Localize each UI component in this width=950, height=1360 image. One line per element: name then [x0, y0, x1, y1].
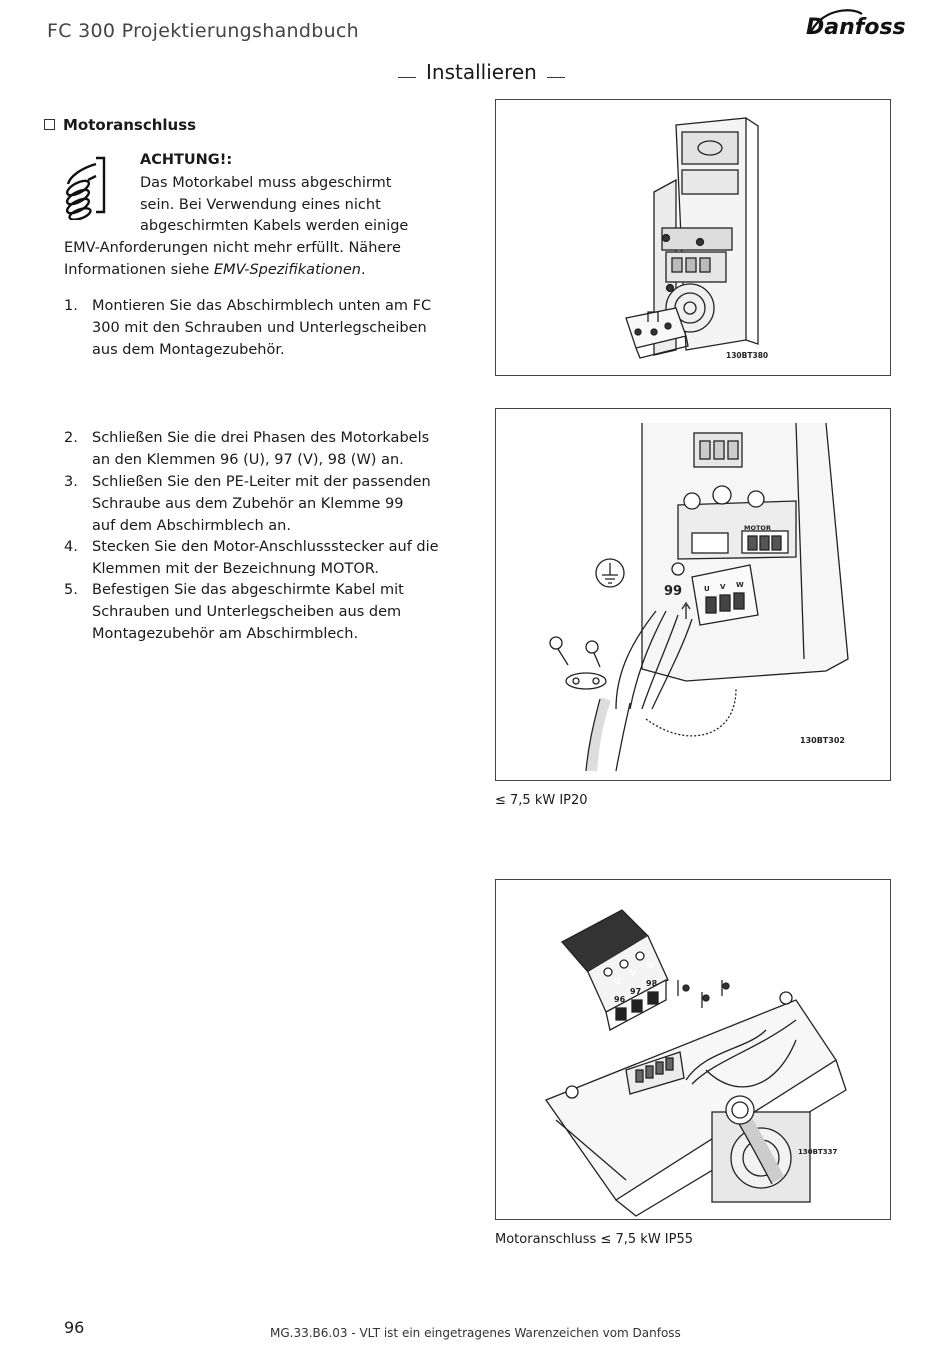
terminal-96-label: 96 [614, 995, 626, 1004]
step-number: 3. [64, 474, 78, 490]
warning-line-last: Informationen siehe EMV-Spezifikationen. [64, 260, 366, 282]
step-line: auf dem Abschirmblech an. [92, 517, 291, 534]
figure-code: 130BT380 [726, 351, 768, 360]
page-number: 96 [64, 1318, 85, 1337]
step-line: aus dem Montagezubehör. [92, 341, 285, 358]
brand-text: Danfoss [806, 15, 906, 40]
motor-connection-illustration: MOTOR U V W 99 130BT302 [549, 422, 849, 772]
step-line: Montagezubehör am Abschirmblech. [92, 625, 359, 642]
terminal-w-label: W [646, 961, 655, 970]
figure-code: 130BT302 [800, 736, 845, 745]
step-number: 4. [64, 539, 78, 555]
terminal-v-label: V [630, 969, 637, 978]
step-line: Schrauben und Unterlegscheiben aus dem [92, 603, 402, 620]
document-title: FC 300 Projektierungshandbuch [47, 20, 360, 42]
step-line: Befestigen Sie das abgeschirmte Kabel mi… [92, 582, 404, 598]
warning-text-end: . [360, 262, 366, 278]
figure-code: 130BT337 [798, 1148, 837, 1156]
figure-motor-connection-ip20: MOTOR U V W 99 130BT302 [495, 408, 891, 781]
step-line: Schraube aus dem Zubehör an Klemme 99 [92, 495, 404, 512]
warning-line: abgeschirmten Kabels werden einige [140, 218, 409, 234]
header-dash-right [546, 76, 565, 79]
terminal-97-label: 97 [630, 987, 641, 996]
step-3: 3. Schließen Sie den PE-Leiter mit der p… [64, 472, 482, 537]
terminal-99-label: 99 [664, 584, 682, 599]
step-line: an den Klemmen 96 (U), 97 (V), 98 (W) an… [92, 451, 404, 468]
heading-text: Motoranschluss [63, 116, 197, 134]
step-line: Montieren Sie das Abschirmblech unten am… [92, 298, 432, 314]
warning-title: ACHTUNG!: [140, 152, 233, 168]
figure-caption-ip55: Motoranschluss ≤ 7,5 kW IP55 [495, 1232, 694, 1247]
warning-line: EMV-Anforderungen nicht mehr erfüllt. Nä… [64, 240, 401, 256]
header-dash-left [398, 76, 416, 79]
step-line: Stecken Sie den Motor-Anschlussstecker a… [92, 539, 439, 555]
terminal-u-label: U [614, 977, 621, 986]
step-line: Klemmen mit der Bezeichnung MOTOR. [92, 560, 379, 577]
figure-motor-connection-ip55: U V W 96 97 98 130BT337 [495, 879, 891, 1220]
footer-text: MG.33.B6.03 - VLT ist ein eingetragenes … [270, 1326, 681, 1340]
terminal-w-label: W [736, 581, 744, 589]
figure-caption-ip20: ≤ 7,5 kW IP20 [495, 793, 588, 808]
step-number: 5. [64, 582, 78, 598]
terminal-v-label: V [720, 583, 726, 591]
terminal-u-label: U [704, 585, 710, 593]
ip55-illustration: U V W 96 97 98 130BT337 [544, 909, 847, 1217]
motor-label: MOTOR [744, 524, 771, 532]
figure-drive-shield-plate: 130BT380 [495, 99, 891, 376]
warning-hand-icon [65, 156, 106, 220]
step-1: 1. Montieren Sie das Abschirmblech unten… [64, 296, 482, 361]
bullet-box-icon [44, 119, 55, 130]
section-title: Installieren [426, 60, 537, 84]
terminal-98-label: 98 [646, 979, 658, 988]
step-number: 1. [64, 298, 78, 314]
step-number: 2. [64, 430, 78, 446]
warning-line: sein. Bei Verwendung eines nicht [140, 197, 381, 213]
step-line: Schließen Sie den PE-Leiter mit der pass… [92, 474, 431, 490]
warning-text: Informationen siehe [64, 262, 214, 278]
step-line: 300 mit den Schrauben und Unterlegscheib… [92, 319, 427, 336]
section-header: Installieren [388, 60, 575, 84]
step-5: 5. Befestigen Sie das abgeschirmte Kabel… [64, 580, 482, 645]
step-2: 2. Schließen Sie die drei Phasen des Mot… [64, 428, 482, 472]
motor-connection-heading: Motoranschluss [44, 116, 196, 134]
emc-spec-reference: EMV-Spezifikationen [213, 262, 361, 278]
warning-line: Das Motorkabel muss abgeschirmt [140, 175, 392, 191]
danfoss-logo: Danfoss [806, 9, 906, 40]
step-line: Schließen Sie die drei Phasen des Motork… [92, 430, 430, 446]
drive-illustration: 130BT380 [625, 117, 768, 360]
step-4: 4. Stecken Sie den Motor-Anschlussstecke… [64, 537, 482, 581]
